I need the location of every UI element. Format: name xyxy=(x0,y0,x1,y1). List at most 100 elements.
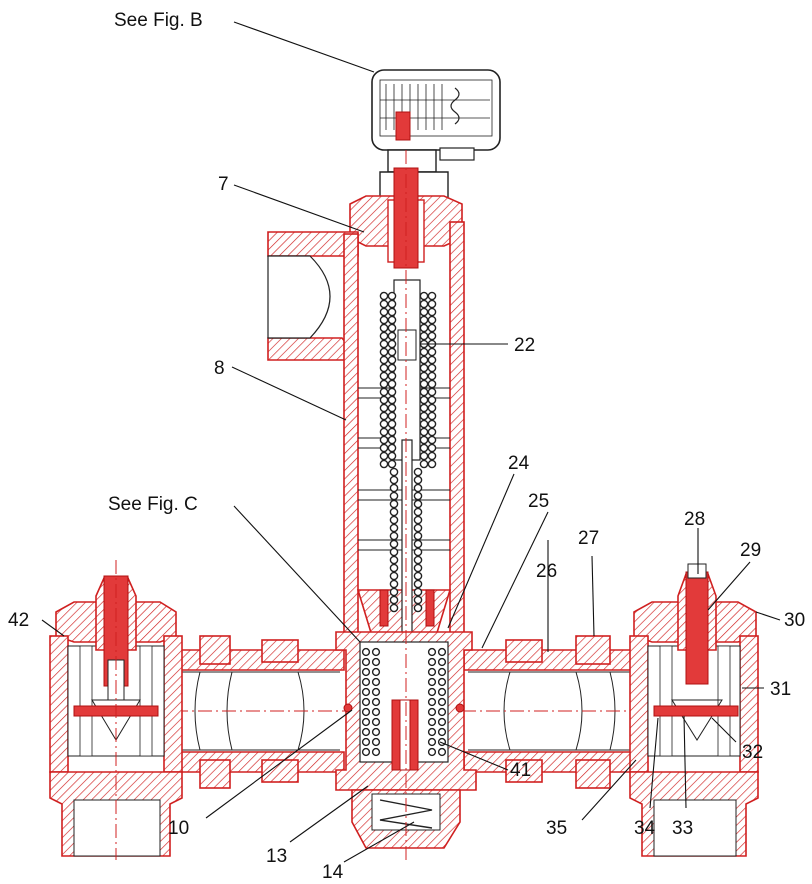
cartridge-coil xyxy=(427,717,437,727)
spring-coil xyxy=(419,443,429,453)
left-valve-body xyxy=(49,560,183,860)
spring-coil xyxy=(379,459,389,469)
label-41: 41 xyxy=(510,760,531,781)
spring-coil xyxy=(387,291,397,301)
spring-coil xyxy=(387,427,397,437)
spring-coil xyxy=(387,435,397,445)
cartridge-coil xyxy=(361,677,371,687)
label-29: 29 xyxy=(740,540,761,561)
spring-coil xyxy=(427,387,437,397)
spring-coil xyxy=(387,387,397,397)
spring-coil xyxy=(427,331,437,341)
spring-coil xyxy=(387,323,397,333)
label-42: 42 xyxy=(8,610,29,631)
spring-coil xyxy=(413,563,423,573)
spring-coil xyxy=(379,299,389,309)
spring-coil xyxy=(379,355,389,365)
cartridge-coil xyxy=(437,717,447,727)
cartridge-coil xyxy=(361,687,371,697)
spring-coil xyxy=(389,603,399,613)
spring-coil xyxy=(387,379,397,389)
cartridge-coil xyxy=(361,667,371,677)
label-32: 32 xyxy=(742,742,763,763)
cartridge-coil xyxy=(361,747,371,757)
cartridge-coil xyxy=(361,707,371,717)
spring-coil xyxy=(419,459,429,469)
label-30: 30 xyxy=(784,610,805,631)
part-labels: See Fig. B 7 8 22 24 25 See Fig. C 27 28… xyxy=(8,10,805,883)
spring-coil xyxy=(379,315,389,325)
spindle-and-spring xyxy=(379,279,437,761)
cartridge-coil xyxy=(427,667,437,677)
cartridge-coil xyxy=(437,677,447,687)
spring-coil xyxy=(379,307,389,317)
spring-coil xyxy=(413,467,423,477)
cartridge-coil xyxy=(427,727,437,737)
spring-coil xyxy=(389,531,399,541)
spring-coil xyxy=(387,419,397,429)
spring-coil xyxy=(379,443,389,453)
spring-coil xyxy=(427,323,437,333)
spring-coil xyxy=(389,491,399,501)
spring-coil xyxy=(389,523,399,533)
spring-coil xyxy=(419,371,429,381)
cartridge-coil xyxy=(371,717,381,727)
cartridge-coil xyxy=(437,667,447,677)
actuator-head xyxy=(371,69,501,201)
spring-coil xyxy=(387,451,397,461)
cartridge-coil xyxy=(427,737,437,747)
label-see-fig-c: See Fig. C xyxy=(108,494,198,515)
spring-coil xyxy=(387,411,397,421)
cartridge-coil xyxy=(427,677,437,687)
spring-coil xyxy=(379,419,389,429)
spring-coil xyxy=(387,355,397,365)
spring-coil xyxy=(427,435,437,445)
spring-coil xyxy=(387,371,397,381)
label-35: 35 xyxy=(546,818,567,839)
spring-coil xyxy=(427,443,437,453)
spring-coil xyxy=(387,331,397,341)
spring-coil xyxy=(427,395,437,405)
spring-coil xyxy=(419,307,429,317)
spring-coil xyxy=(379,395,389,405)
label-28: 28 xyxy=(684,509,705,530)
spring-coil xyxy=(419,427,429,437)
spring-coil xyxy=(413,539,423,549)
spring-coil xyxy=(427,379,437,389)
cartridge-coil xyxy=(361,737,371,747)
spring-coil xyxy=(413,555,423,565)
cartridge-coil xyxy=(427,647,437,657)
spring-coil xyxy=(389,579,399,589)
spring-coil xyxy=(389,571,399,581)
spring-coil xyxy=(427,459,437,469)
spring-coil xyxy=(427,451,437,461)
cartridge-coil xyxy=(371,697,381,707)
label-34: 34 xyxy=(634,818,656,839)
cartridge-coil xyxy=(437,727,447,737)
label-see-fig-b: See Fig. B xyxy=(114,10,203,31)
spring-coil xyxy=(427,411,437,421)
spring-coil xyxy=(379,339,389,349)
cartridge-coil xyxy=(427,697,437,707)
spring-coil xyxy=(387,299,397,309)
spring-coil xyxy=(427,355,437,365)
cartridge-coil xyxy=(427,657,437,667)
spring-coil xyxy=(387,307,397,317)
label-24: 24 xyxy=(508,453,530,474)
spring-coil xyxy=(379,379,389,389)
spring-coil xyxy=(387,443,397,453)
spring-coil xyxy=(427,363,437,373)
cartridge-coil xyxy=(371,677,381,687)
spring-coil xyxy=(379,435,389,445)
label-27: 27 xyxy=(578,528,599,549)
spring-coil xyxy=(427,307,437,317)
spring-coil xyxy=(413,507,423,517)
spring-coil xyxy=(413,491,423,501)
cartridge-coil xyxy=(371,707,381,717)
label-33: 33 xyxy=(672,818,693,839)
right-valve-body xyxy=(629,563,759,857)
spring-coil xyxy=(427,403,437,413)
cartridge-coil xyxy=(427,747,437,757)
spring-coil xyxy=(389,595,399,605)
spring-coil xyxy=(387,339,397,349)
